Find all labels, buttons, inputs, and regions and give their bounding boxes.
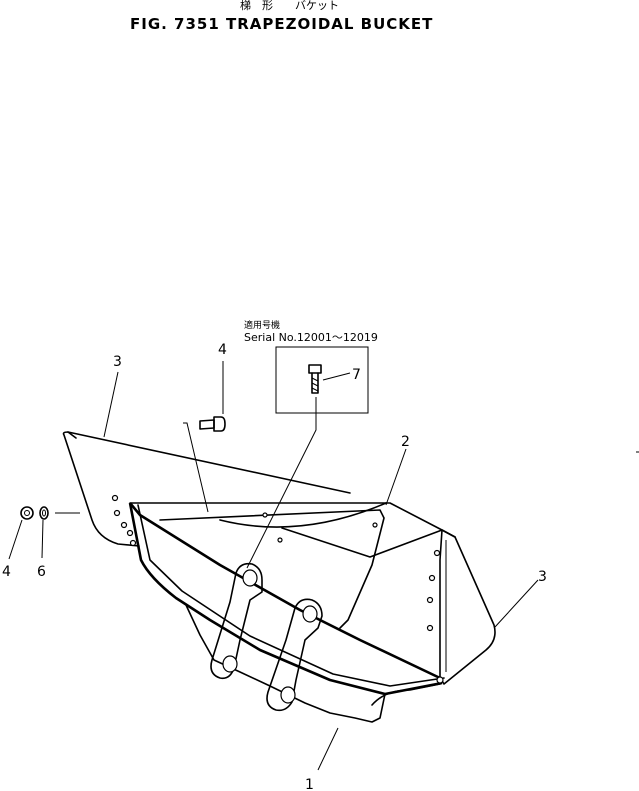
right-plate-holes [426,549,444,684]
leader-4-target [183,422,209,513]
left-plate-holes [111,494,137,547]
leader-6 [41,519,44,559]
callout-7: 7 [352,367,361,383]
callout-2: 2 [401,434,410,450]
figure-number: FIG. 7351 [130,15,220,33]
leader-3-left [103,371,119,438]
serial-number-text: Serial No.12001～12019 [244,331,378,344]
nut-5-icon [20,506,34,520]
bucket-top-lip [129,502,441,680]
left-side-plate-edge [67,431,77,439]
hinge-bracket-left [210,562,263,680]
serial-japanese-label: 適用号機 [244,319,280,331]
leader-1 [317,727,339,771]
left-side-plate [62,431,351,547]
leader-5 [8,519,23,560]
bucket-back-plate [159,509,385,629]
callout-4: 4 [218,342,227,358]
figure-title: TRAPEZOIDAL BUCKET [226,15,433,33]
leader-3-right [494,579,539,628]
serial-box [275,346,369,414]
bucket-floor-line [281,527,443,558]
callout-1: 1 [305,777,314,791]
leader-7 [322,372,351,381]
callout-3-left: 3 [113,354,122,370]
cutting-edge [128,502,443,696]
back-plate-holes [262,512,378,543]
bolt-4-icon [199,416,226,432]
hinge-bracket-right [266,598,323,712]
bolt-7-icon [308,364,322,394]
callout-6: 6 [37,564,46,580]
leader-2 [385,448,407,506]
bucket-inner-curve [219,502,387,528]
callout-3-right: 3 [538,569,547,585]
callout-5: 4 [2,564,11,580]
washer-6-icon [39,506,49,520]
right-side-plate [439,529,496,685]
bucket-bottom-shell [185,604,386,723]
japanese-title: 梯 形 バケット [240,0,339,12]
bucket-bottom-fold [371,683,441,706]
cutting-edge-inner [137,504,445,687]
leader-serial-box [246,397,317,569]
